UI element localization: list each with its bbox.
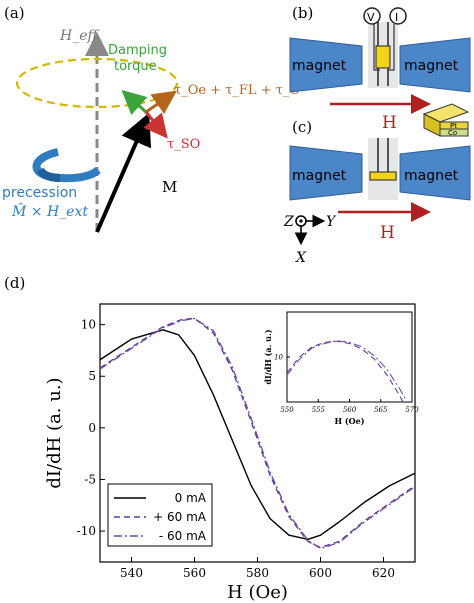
panel-c-label: (c) xyxy=(292,118,312,136)
precession-orbit xyxy=(15,57,179,109)
magnet-right-c-label: magnet xyxy=(404,168,459,184)
precession-label-1: precession xyxy=(2,185,77,201)
main-ytick-label: 0 xyxy=(88,421,96,435)
main-ytick-label: 10 xyxy=(81,318,96,332)
main-ytick-label: -10 xyxy=(77,524,96,538)
inset-xlabel: H (Oe) xyxy=(335,416,365,426)
panel-d-label: (d) xyxy=(4,274,25,292)
main-ylabel: dI/dH (a. u.) xyxy=(44,377,65,488)
main-ytick-label: 5 xyxy=(88,369,96,383)
tau-so-label: τ_SO xyxy=(167,137,200,152)
legend-label-2: - 60 mA xyxy=(159,529,207,543)
precession-label-2: M̂ × H_ext xyxy=(11,202,88,220)
stack-co-layer xyxy=(439,128,469,137)
y-axis-label: Y xyxy=(326,214,337,230)
wire-v xyxy=(373,24,380,71)
main-xtick-label: 560 xyxy=(183,566,206,580)
main-ytick-label: -5 xyxy=(84,472,96,486)
inset-xtick-label: 565 xyxy=(374,406,388,414)
m-label: M xyxy=(162,178,177,196)
ammeter-icon xyxy=(389,7,407,25)
main-chart: 540 560 580 600 620 10 5 0 -5 -10 H (Oe) dI/dH (a. … xyxy=(44,303,416,603)
inset-chart: 550 555 560 565 570 10 H (Oe) dI/dH (a. u.) xyxy=(263,310,419,432)
inset-xtick-label: 555 xyxy=(312,406,326,414)
damping-label-1: Damping xyxy=(108,43,167,58)
main-series-1 xyxy=(100,317,415,549)
ammeter-label: I xyxy=(395,11,398,24)
field-label-c: H xyxy=(380,223,395,243)
x-axis-label: X xyxy=(295,250,307,266)
main-series-0 xyxy=(100,329,415,540)
magnet-left-c xyxy=(289,145,363,201)
magnet-right-b xyxy=(399,37,471,93)
tau-sum-vector xyxy=(145,90,177,115)
legend-label-1: + 60 mA xyxy=(153,510,207,524)
z-axis-label: Z xyxy=(283,214,294,230)
stack-co-label: Co xyxy=(448,129,457,137)
magnet-right-b-label: magnet xyxy=(404,58,459,74)
voltmeter-label: V xyxy=(367,11,375,24)
panel-a: (a) H_eff M Damping torque τ_Oe + τ_FL +… xyxy=(2,4,299,233)
precession-swirl-shade xyxy=(36,167,61,182)
main-legend: 0 mA + 60 mA - 60 mA xyxy=(107,483,213,547)
inset-ylabel: dI/dH (a. u.) xyxy=(263,329,273,384)
magnet-left-b xyxy=(289,37,363,93)
panel-c: (c) magnet magnet H Z Y X xyxy=(283,118,471,266)
waveguide-c xyxy=(368,138,398,200)
inset-series-1 xyxy=(287,340,408,402)
damping-label-2: torque xyxy=(114,59,157,74)
wire-i xyxy=(388,24,395,71)
z-axis-dot xyxy=(299,219,303,223)
sample-bar-c xyxy=(369,171,397,181)
inset-xtick-label: 570 xyxy=(405,406,419,414)
sample-bar-b xyxy=(375,45,391,69)
magnetization-vector xyxy=(95,112,152,233)
main-xlabel: H (Oe) xyxy=(227,582,288,603)
magnet-right-c xyxy=(399,145,471,201)
main-xtick-label: 600 xyxy=(309,566,332,580)
voltmeter-icon xyxy=(363,7,381,25)
field-label-b: H xyxy=(382,113,397,133)
panel-b-label: (b) xyxy=(292,4,313,22)
main-xtick-label: 540 xyxy=(120,566,143,580)
inset-ytick-label: 10 xyxy=(274,353,283,361)
main-series-2 xyxy=(100,317,415,550)
heff-label: H_eff xyxy=(59,28,99,44)
tau-sum-label: τ_Oe + τ_FL + τ_C xyxy=(174,83,299,98)
panel-a-label: (a) xyxy=(4,4,25,22)
main-xtick-label: 620 xyxy=(372,566,395,580)
tau-so-vector xyxy=(143,111,168,139)
magnet-left-c-label: magnet xyxy=(292,168,347,184)
legend-label-0: 0 mA xyxy=(175,491,207,505)
inset-xtick-label: 550 xyxy=(280,406,294,414)
panel-b: (b) magnet magnet V I H Pt Co xyxy=(289,4,471,137)
stack-pt-label: Pt xyxy=(450,122,457,130)
inset-series-0 xyxy=(287,340,404,402)
inset-xtick-label: 560 xyxy=(343,406,357,414)
main-xtick-label: 580 xyxy=(246,566,269,580)
magnet-left-b-label: magnet xyxy=(292,58,347,74)
damping-torque-vector xyxy=(121,89,148,115)
